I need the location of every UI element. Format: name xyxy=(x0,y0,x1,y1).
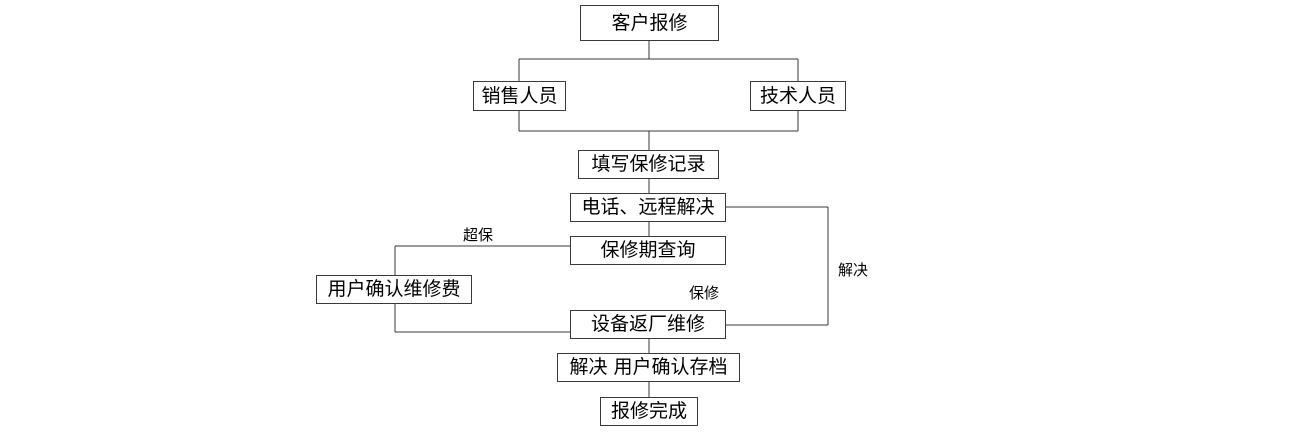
node-return-factory: 设备返厂维修 xyxy=(570,310,726,339)
node-repair-done: 报修完成 xyxy=(600,397,698,426)
node-customer-report: 客户报修 xyxy=(580,5,719,41)
node-user-confirm-fee: 用户确认维修费 xyxy=(316,275,472,304)
node-fill-record: 填写保修记录 xyxy=(578,150,719,179)
edge-label-in-warranty: 保修 xyxy=(689,284,720,302)
node-warranty-check: 保修期查询 xyxy=(570,236,726,265)
node-tech-staff: 技术人员 xyxy=(750,81,846,111)
node-sales-staff: 销售人员 xyxy=(473,81,566,111)
edge-label-resolved: 解决 xyxy=(838,261,869,279)
node-resolve-archive: 解决 用户确认存档 xyxy=(557,353,740,382)
node-phone-remote: 电话、远程解决 xyxy=(570,193,726,222)
edge-label-out-of-warranty: 超保 xyxy=(463,226,494,244)
